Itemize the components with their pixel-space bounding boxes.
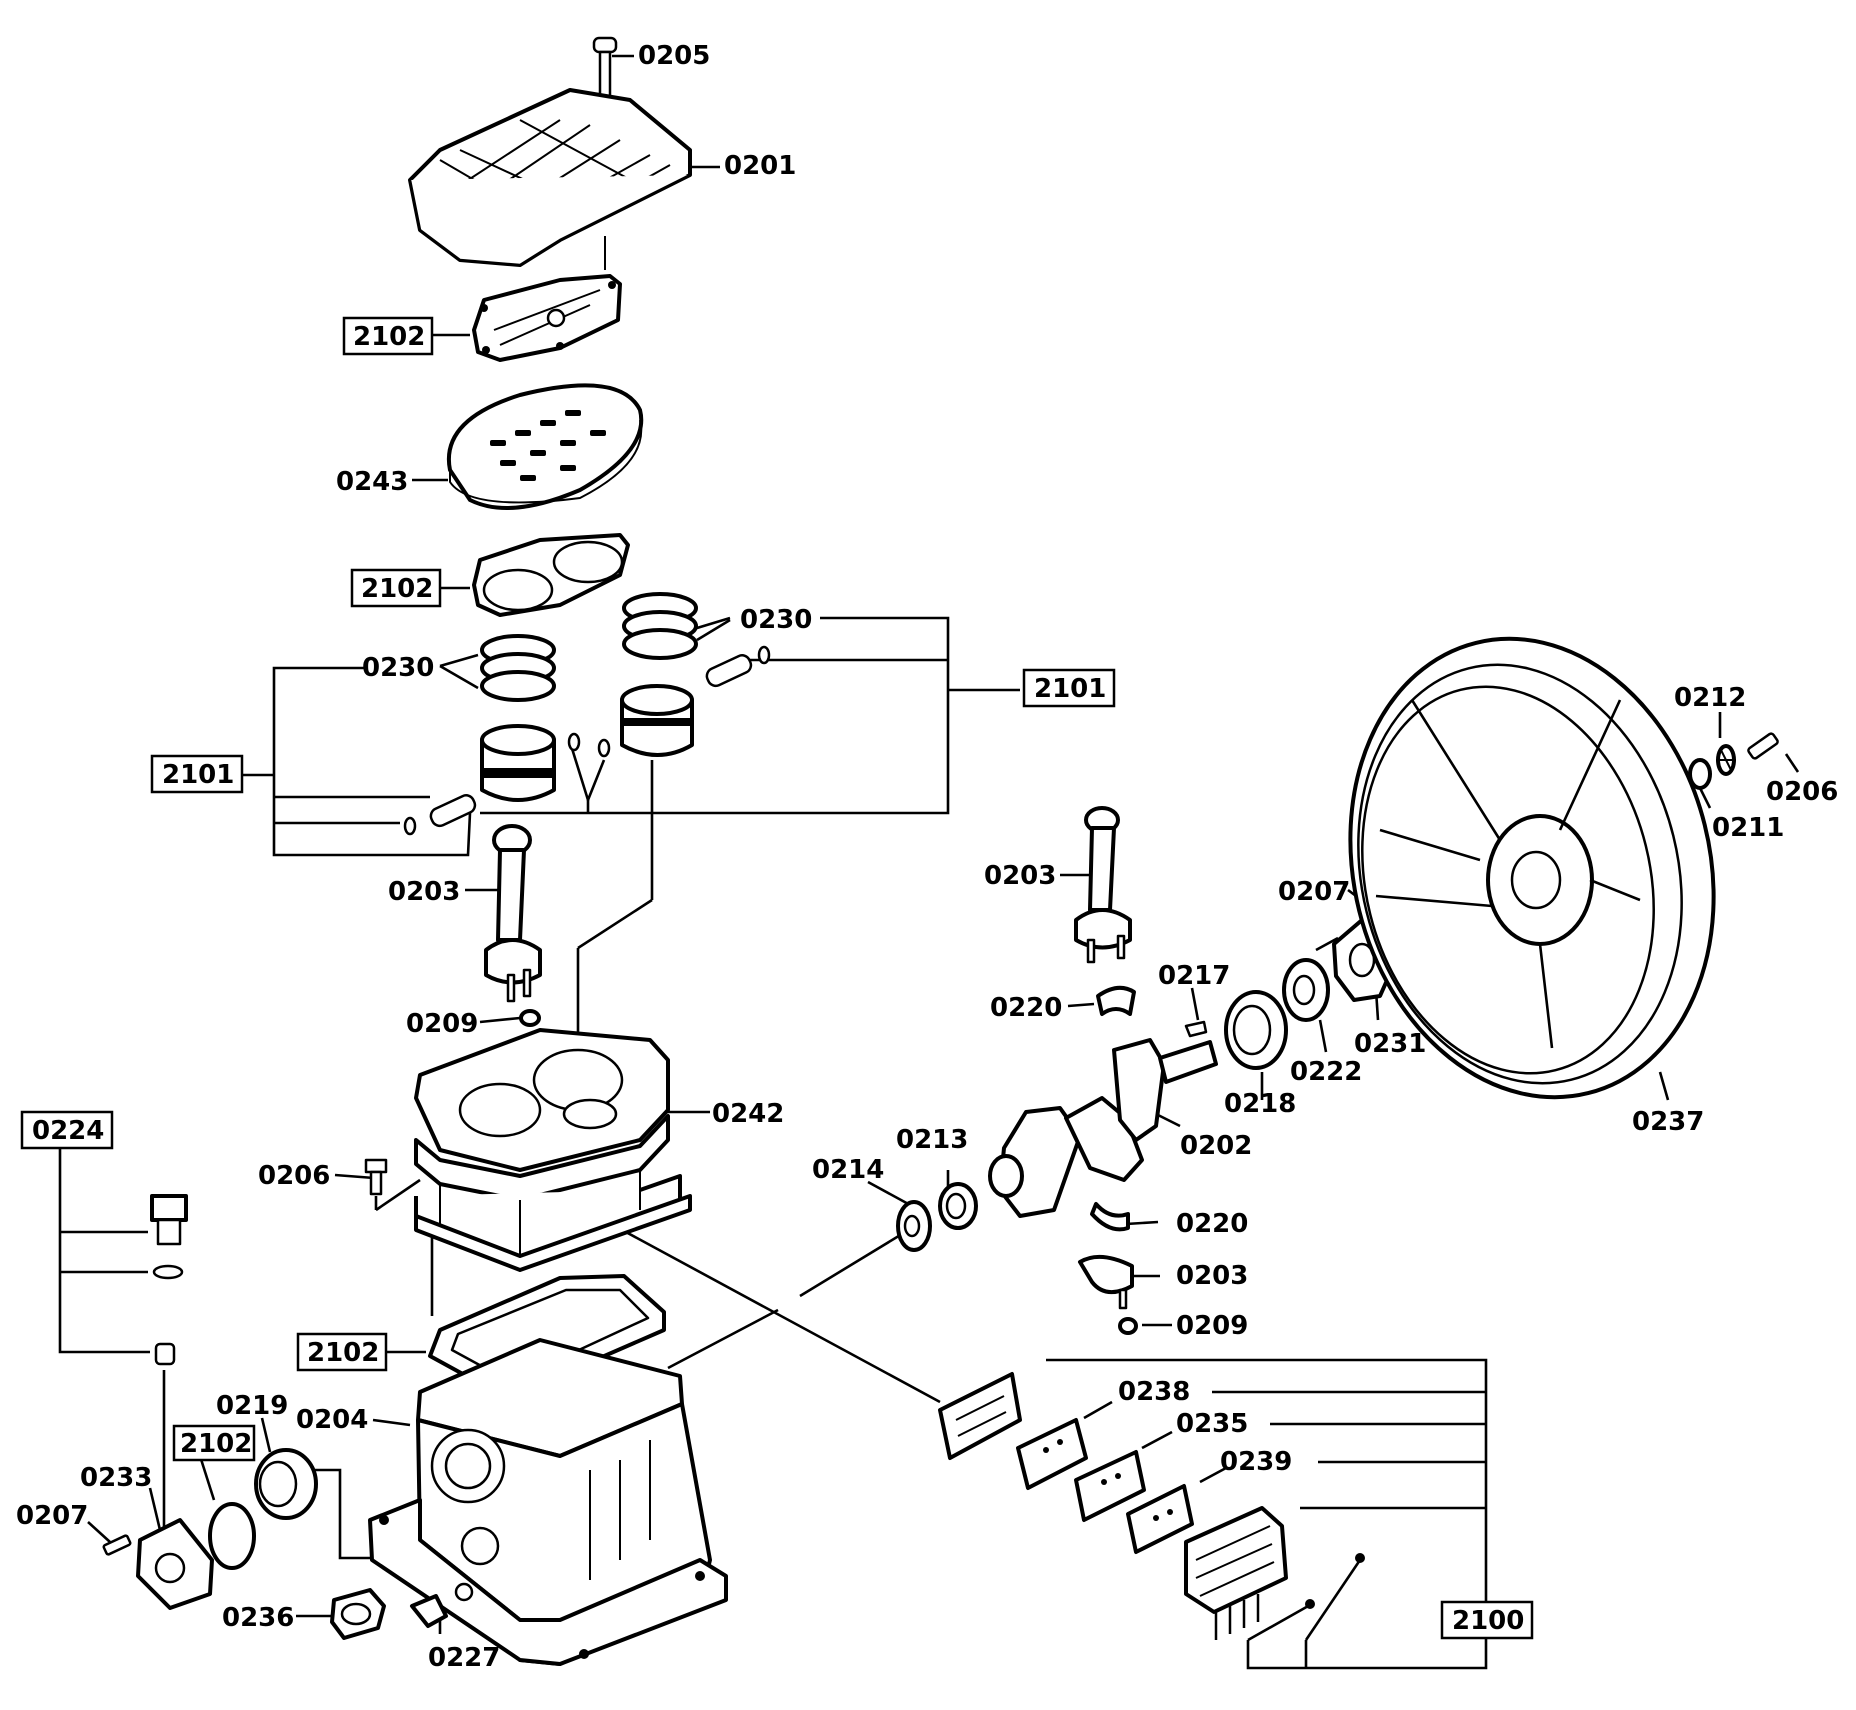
bolt-0207-left-icon [102,1534,132,1556]
label-box-0224 [20,1110,114,1150]
label-box-2101-right [1022,668,1116,708]
bolt-0206-right-icon [1747,732,1779,760]
label-2102c: 2102 [307,1338,379,1368]
label-box-2102c [296,1332,388,1372]
drain-plug-0227-icon [410,1582,474,1628]
connecting-rod-0203-right-icon [1074,806,1132,964]
nut-0209-left-icon [519,1009,541,1027]
label-0209-right: 0209 [1176,1311,1248,1341]
label-0214: 0214 [812,1155,884,1185]
label-0237: 0237 [1632,1107,1704,1137]
label-box-2102a [342,316,434,356]
label-0242: 0242 [712,1099,784,1129]
label-0207-right: 0207 [1278,877,1350,907]
label-0243: 0243 [336,467,408,497]
label-0220-upper: 0220 [990,993,1062,1023]
piston-rings-0230-icon [480,592,698,702]
rod-cap-0203-icon [1078,1254,1134,1310]
plug-0236-icon [330,1588,386,1640]
label-0217: 0217 [1158,961,1230,991]
cylinder-block-0242-icon [414,1028,692,1272]
lock-washer-0212-icon [1716,744,1736,776]
crankshaft-0202-icon [988,1038,1218,1218]
bolt-0206-left-icon [364,1158,388,1196]
label-0203-lower: 0203 [1176,1261,1248,1291]
label-0213: 0213 [896,1125,968,1155]
valve-plate-0238-icon [1016,1418,1088,1490]
label-0222: 0222 [1290,1057,1362,1087]
label-0220-lower: 0220 [1176,1209,1248,1239]
label-0201: 0201 [724,151,796,181]
label-0203-right: 0203 [984,861,1056,891]
label-0219: 0219 [216,1391,288,1421]
label-0209-left: 0209 [406,1009,478,1039]
bearing-0213-icon [938,1182,978,1230]
label-0212: 0212 [1674,683,1746,713]
label-0203-left: 0203 [388,877,460,907]
label-0205: 0205 [638,41,710,71]
label-2101-left: 2101 [162,760,234,790]
label-0233: 0233 [80,1463,152,1493]
label-2102b: 2102 [361,574,433,604]
bearing-0219-icon [254,1448,318,1520]
label-box-2100 [1440,1600,1534,1640]
flywheel-0237-icon [1348,636,1716,1100]
valve-block-icon [1184,1506,1288,1640]
oring-2102-icon [208,1502,256,1570]
label-box-2101-left [150,754,244,794]
label-0230-right: 0230 [740,605,812,635]
crankcase-0204-icon [368,1338,728,1666]
key-0217-icon [1184,1020,1208,1038]
pistons-icon [403,645,771,836]
label-0238: 0238 [1118,1377,1190,1407]
seal-0214-icon [896,1200,932,1252]
gasket-2102-top-icon [472,274,622,362]
valve-plate-0239-icon [1126,1484,1194,1554]
bearing-cover-0233-icon [136,1518,214,1610]
label-0235: 0235 [1176,1409,1248,1439]
label-2101-right: 2101 [1034,674,1106,704]
label-0204: 0204 [296,1405,368,1435]
cylinder-head-0201-icon [408,88,692,267]
part-labels: 0205 0201 2102 0243 2102 0230 0230 2101 … [16,41,1838,1673]
gasket-2102-middle-icon [472,533,630,617]
label-0239: 0239 [1220,1447,1292,1477]
seal-0222-icon [1282,958,1330,1022]
label-0206-right: 0206 [1766,777,1838,807]
bearing-shell-0220-upper-icon [1096,985,1136,1016]
connecting-rod-0203-left-icon [484,824,542,1003]
label-0207-left: 0207 [16,1501,88,1531]
label-0231: 0231 [1354,1029,1426,1059]
label-2102a: 2102 [353,322,425,352]
washer-0211-icon [1688,758,1712,790]
label-box-2102b [350,568,442,608]
bearing-0218-icon [1224,990,1288,1070]
label-0230-left: 0230 [362,653,434,683]
valve-plate-0243-icon [446,383,644,510]
label-0206-left: 0206 [258,1161,330,1191]
label-0227: 0227 [428,1643,500,1673]
label-0211: 0211 [1712,813,1784,843]
bearing-shell-0220-lower-icon [1090,1202,1130,1232]
label-0202: 0202 [1180,1131,1252,1161]
label-2100: 2100 [1452,1606,1524,1636]
label-box-2102d [172,1424,256,1462]
nut-0209-right-icon [1118,1317,1138,1335]
plug-0224-icon [150,1194,188,1366]
label-0236: 0236 [222,1603,294,1633]
label-0224: 0224 [32,1116,104,1146]
label-0218: 0218 [1224,1089,1296,1119]
label-2102d: 2102 [180,1429,252,1459]
leader-lines [58,54,1800,1670]
valve-screws-icon [1305,1553,1365,1609]
valve-housing-icon [938,1372,1022,1460]
valve-plate-0235-icon [1074,1450,1146,1522]
